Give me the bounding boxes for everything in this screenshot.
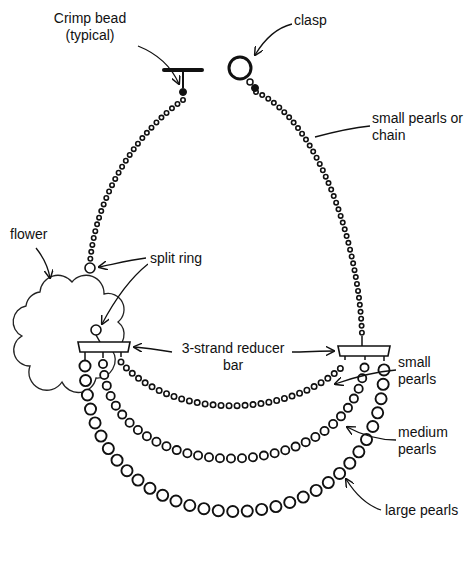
jump-ring xyxy=(247,79,253,85)
toggle-ring xyxy=(229,57,251,79)
reducer-bar xyxy=(338,346,390,356)
leader-line xyxy=(315,126,370,137)
bar-drop xyxy=(120,352,122,357)
clasp xyxy=(164,57,259,96)
bar-drop xyxy=(102,352,104,358)
toggle-stem xyxy=(182,70,184,88)
reducer-bar-left xyxy=(78,342,130,360)
split-ring xyxy=(91,325,101,335)
bar-loop xyxy=(361,336,363,346)
large-pearl-strand xyxy=(85,366,384,512)
pearl-strands xyxy=(85,362,384,512)
bar-drop xyxy=(364,356,366,360)
bar-loop xyxy=(96,335,100,342)
split-ring xyxy=(85,263,95,273)
callout-label: medium pearls xyxy=(396,424,470,458)
leader-line xyxy=(99,258,146,267)
callout-label: 3-strand reducer bar xyxy=(174,340,292,374)
medium-pearl-strand-inner xyxy=(103,364,365,459)
leader-line xyxy=(138,46,179,84)
leader-line xyxy=(335,370,396,384)
callout-label: small pearls xyxy=(396,354,470,388)
bar-drop xyxy=(84,352,86,360)
callout-label: split ring xyxy=(148,250,204,267)
chain-right-inner xyxy=(256,92,362,336)
reducer-bar xyxy=(78,342,130,352)
bar-drop xyxy=(344,356,346,360)
leader-line xyxy=(346,479,381,510)
callout-label: small pearls or chain xyxy=(370,110,470,144)
leader-line xyxy=(102,264,148,324)
leader-line xyxy=(290,351,334,352)
medium-pearl-strand xyxy=(103,364,365,459)
large-pearl-strand-inner xyxy=(85,366,384,512)
leader-lines xyxy=(36,24,396,510)
callout-label: large pearls xyxy=(383,502,460,519)
chain-right xyxy=(256,92,362,336)
crimp-bead xyxy=(180,89,187,96)
chain-strands xyxy=(90,92,362,336)
leader-line xyxy=(347,427,396,440)
callout-label: clasp xyxy=(292,12,329,29)
chain-left xyxy=(90,100,183,262)
leader-line xyxy=(36,248,50,278)
bar-drop xyxy=(383,356,385,361)
chain-left-inner xyxy=(90,100,183,262)
crimp-bead xyxy=(252,85,259,92)
leader-line xyxy=(255,24,292,55)
leader-line xyxy=(134,347,172,352)
callout-label: flower xyxy=(8,226,49,243)
callout-label: Crimp bead (typical) xyxy=(38,10,142,44)
reducer-bar-right xyxy=(338,336,390,361)
